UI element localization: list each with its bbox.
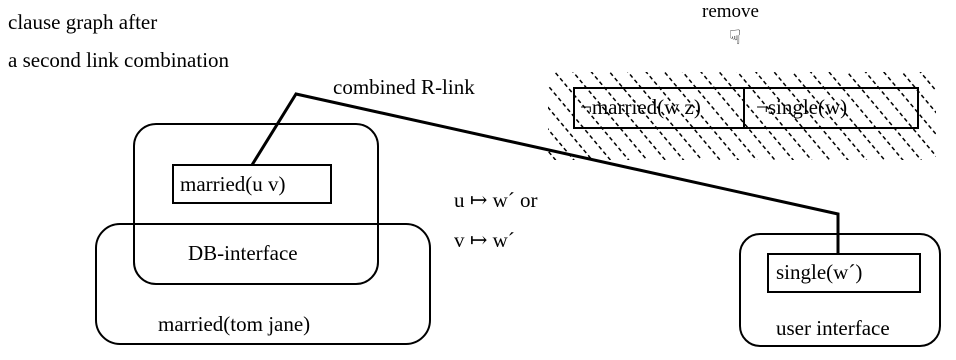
substitution-line-2: v ↦ w´ (454, 228, 515, 252)
pointing-hand-icon: ☟ (729, 27, 742, 49)
db-interface-label: DB-interface (188, 241, 298, 265)
user-interface-label: user interface (776, 316, 890, 340)
db-interface-box (133, 123, 379, 285)
db-fact: married(tom jane) (158, 312, 311, 336)
db-literal: married(u v) (180, 172, 286, 196)
user-literal-box (767, 253, 921, 293)
user-literal: single(w´) (776, 260, 863, 284)
substitution-line-1: u ↦ w´ or (454, 188, 538, 212)
link-label: combined R-link (333, 75, 475, 99)
user-interface-box (739, 233, 941, 347)
diagram-caption-line-1: clause graph after (8, 10, 158, 34)
removed-literal-left: ¬married(w z) (580, 95, 701, 119)
removed-literal-right-box (743, 87, 919, 129)
removed-clause-hatching (548, 72, 936, 160)
diagram-caption-line-2: a second link combination (8, 48, 230, 72)
removed-literal-right: ¬single(w) (756, 95, 848, 119)
db-fact-box (95, 223, 431, 345)
remove-label: remove (702, 1, 759, 22)
